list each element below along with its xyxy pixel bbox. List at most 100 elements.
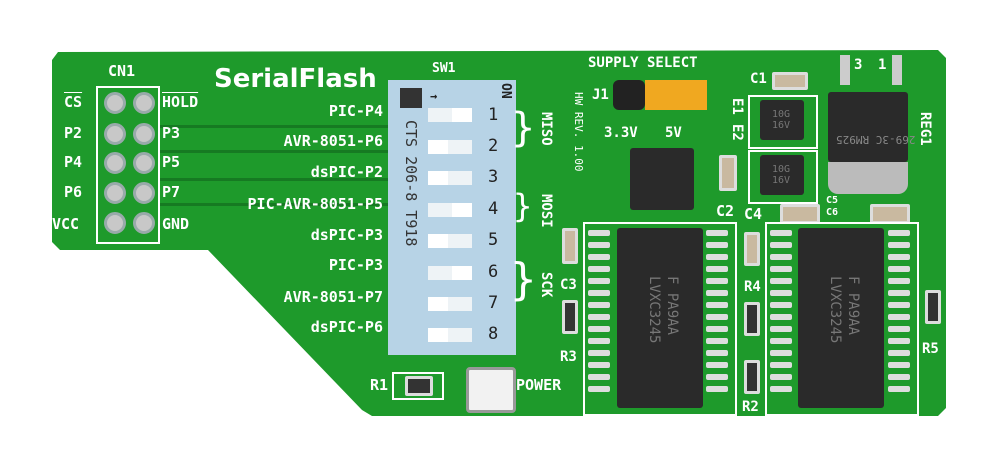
reg1-label: REG1 xyxy=(917,112,933,146)
switch-number: 4 xyxy=(488,199,499,219)
ic-outline xyxy=(583,222,737,416)
switch-line-label: PIC-P3 xyxy=(328,256,383,274)
switch-line-label: AVR-8051-P7 xyxy=(283,288,383,306)
ic-pads xyxy=(706,230,728,398)
switch-number: 8 xyxy=(488,324,499,344)
switch-lever-7[interactable] xyxy=(428,297,472,311)
supply-select-label: SUPPLY SELECT xyxy=(588,55,698,71)
pin xyxy=(104,92,126,114)
trace xyxy=(160,125,390,128)
capacitor-c4 xyxy=(780,204,820,224)
switch-lever-6[interactable] xyxy=(428,266,472,280)
resistor-r4 xyxy=(744,302,760,336)
pin xyxy=(104,123,126,145)
switch-line-label: dsPIC-P6 xyxy=(310,318,383,336)
pin-label-p4: P4 xyxy=(64,153,83,171)
chip-brand: F PA9AA xyxy=(664,276,680,336)
resistor-r5 xyxy=(925,290,941,324)
brace: } xyxy=(510,254,537,305)
r2-label: R2 xyxy=(742,399,759,415)
switch-line-label: PIC-P4 xyxy=(328,102,383,120)
switch-line-label: dsPIC-P2 xyxy=(310,163,383,181)
c4-label: C4 xyxy=(744,205,763,223)
pin xyxy=(133,182,155,204)
capacitor-c1 xyxy=(772,72,808,90)
pin-label-p3: P3 xyxy=(162,124,181,142)
pin-label-vcc: VCC xyxy=(52,215,80,233)
c6-label: C6 xyxy=(826,207,839,218)
ic-pads xyxy=(588,230,610,398)
brace: } xyxy=(513,187,533,225)
pin xyxy=(133,212,155,234)
switch-lever-1[interactable] xyxy=(428,108,472,122)
chip-part: LVXC3245 xyxy=(646,276,662,344)
switch-lever-4[interactable] xyxy=(428,203,472,217)
capacitor-c3 xyxy=(562,228,578,264)
group-label-sck: SCK xyxy=(538,272,554,298)
tantalum-capacitor-e2: 10G 16V xyxy=(760,155,804,195)
pin-label-p2: P2 xyxy=(64,124,83,142)
capacitor-c6 xyxy=(870,204,910,224)
jumper-cap[interactable] xyxy=(645,80,707,110)
ic-pads xyxy=(770,230,792,398)
pin-label-cs: CS xyxy=(64,93,83,111)
tantalum-capacitor-e1: 10G 16V xyxy=(760,100,804,140)
switch-lever-8[interactable] xyxy=(428,328,472,342)
reg-lead xyxy=(840,55,850,85)
switch-lever-3[interactable] xyxy=(428,171,472,185)
chip-brand: F PA9AA xyxy=(845,276,861,336)
resistor-r2 xyxy=(744,360,760,394)
ic-pads xyxy=(888,230,910,398)
pin-label-p6: P6 xyxy=(64,183,83,201)
arrow-icon: → xyxy=(430,89,438,103)
group-label-miso: MISO xyxy=(538,112,554,146)
flash-memory-chip xyxy=(630,148,694,210)
switch-line-label: PIC-AVR-8051-P5 xyxy=(247,195,383,213)
trace xyxy=(160,150,390,153)
capacitor xyxy=(744,232,760,266)
hw-revision: HW REV. 1.00 xyxy=(572,92,585,172)
cap-marking: 10G 16V xyxy=(772,109,791,131)
switch-line-label: AVR-8051-P6 xyxy=(283,132,383,150)
group-label-mosi: MOSI xyxy=(538,194,554,228)
switch-number: 2 xyxy=(488,136,499,156)
r4-label: R4 xyxy=(744,279,761,295)
reg-lead xyxy=(892,55,902,85)
chip-part: LVXC3245 xyxy=(827,276,843,344)
cn1-label: CN1 xyxy=(108,62,136,80)
pin1-marker xyxy=(400,88,422,108)
reg-marking: 269-3C RM925 xyxy=(836,133,916,146)
dip-switch[interactable]: → ON CTS 206-8 T918 1 2 3 4 5 6 7 8 xyxy=(388,80,516,355)
c2-label: C2 xyxy=(716,202,735,220)
r1-outline xyxy=(392,372,444,400)
c1-label: C1 xyxy=(750,71,767,87)
pin xyxy=(133,152,155,174)
switch-lever-5[interactable] xyxy=(428,234,472,248)
r5-label: R5 xyxy=(922,341,939,357)
pin xyxy=(133,92,155,114)
power-label: POWER xyxy=(516,376,562,394)
trace xyxy=(160,178,390,181)
on-label: ON xyxy=(498,83,513,99)
supply-option-5v: 5V xyxy=(665,125,682,141)
pin-label-p7: P7 xyxy=(162,183,181,201)
switch-line-label: dsPIC-P3 xyxy=(310,226,383,244)
r1-label: R1 xyxy=(370,376,389,394)
regulator-tab xyxy=(828,162,908,194)
supply-option-3v3: 3.3V xyxy=(604,125,638,141)
pin xyxy=(104,182,126,204)
brace: } xyxy=(511,105,536,151)
capacitor xyxy=(719,155,737,191)
board-title: SerialFlash xyxy=(214,64,377,94)
switch-number: 1 xyxy=(488,105,499,125)
jumper-header xyxy=(613,80,645,110)
switch-marking: CTS 206-8 T918 xyxy=(402,120,420,247)
resistor-r3 xyxy=(562,300,578,334)
ic-outline xyxy=(765,222,919,416)
switch-number: 5 xyxy=(488,230,499,250)
r3-label: R3 xyxy=(560,349,577,365)
cap-outline xyxy=(748,150,818,204)
switch-lever-2[interactable] xyxy=(428,140,472,154)
trace xyxy=(160,203,390,206)
pin-label-hold: HOLD xyxy=(162,93,199,111)
